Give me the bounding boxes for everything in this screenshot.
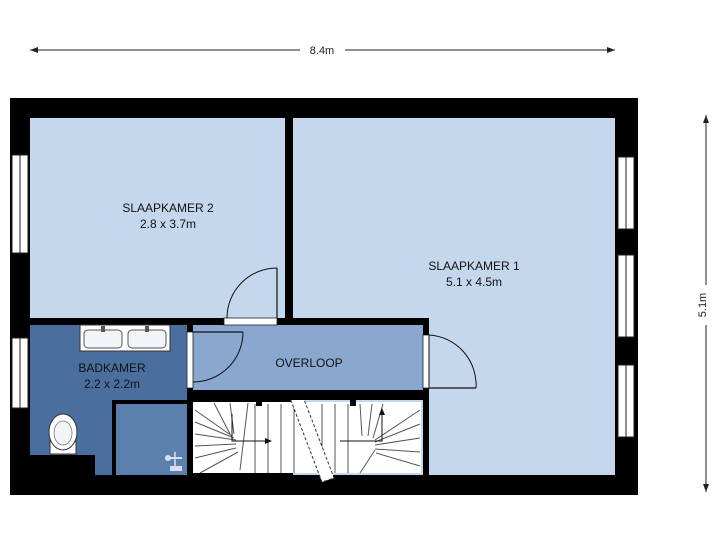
width-dimension-label: 8.4m xyxy=(310,45,334,57)
room-slaapkamer-2-fill xyxy=(30,118,285,318)
room-overloop-fill xyxy=(190,325,423,390)
room-name: SLAAPKAMER 2 xyxy=(122,201,214,215)
staircase xyxy=(193,393,421,483)
windows xyxy=(11,154,635,438)
height-dimension-label: 5.1m xyxy=(697,293,709,317)
interior-walls xyxy=(30,118,429,475)
width-dimension: 8.4m xyxy=(30,45,615,57)
room-size: 5.1 x 4.5m xyxy=(446,275,502,289)
room-label-overloop: OVERLOOP xyxy=(275,356,342,370)
room-label-badkamer: BADKAMER 2.2 x 2.2m xyxy=(78,361,146,391)
shower xyxy=(116,404,187,475)
toilet xyxy=(48,413,78,455)
room-label-slaapkamer-2: SLAAPKAMER 2 2.8 x 3.7m xyxy=(122,201,214,231)
room-name: SLAAPKAMER 1 xyxy=(428,259,520,273)
doors xyxy=(186,267,477,389)
room-size: 2.2 x 2.2m xyxy=(84,377,140,391)
height-dimension: 5.1m xyxy=(697,115,709,492)
room-name: OVERLOOP xyxy=(275,356,342,370)
room-name: BADKAMER xyxy=(78,361,146,375)
room-label-slaapkamer-1: SLAAPKAMER 1 5.1 x 4.5m xyxy=(428,259,520,289)
double-sink xyxy=(79,324,171,352)
room-size: 2.8 x 3.7m xyxy=(140,217,196,231)
